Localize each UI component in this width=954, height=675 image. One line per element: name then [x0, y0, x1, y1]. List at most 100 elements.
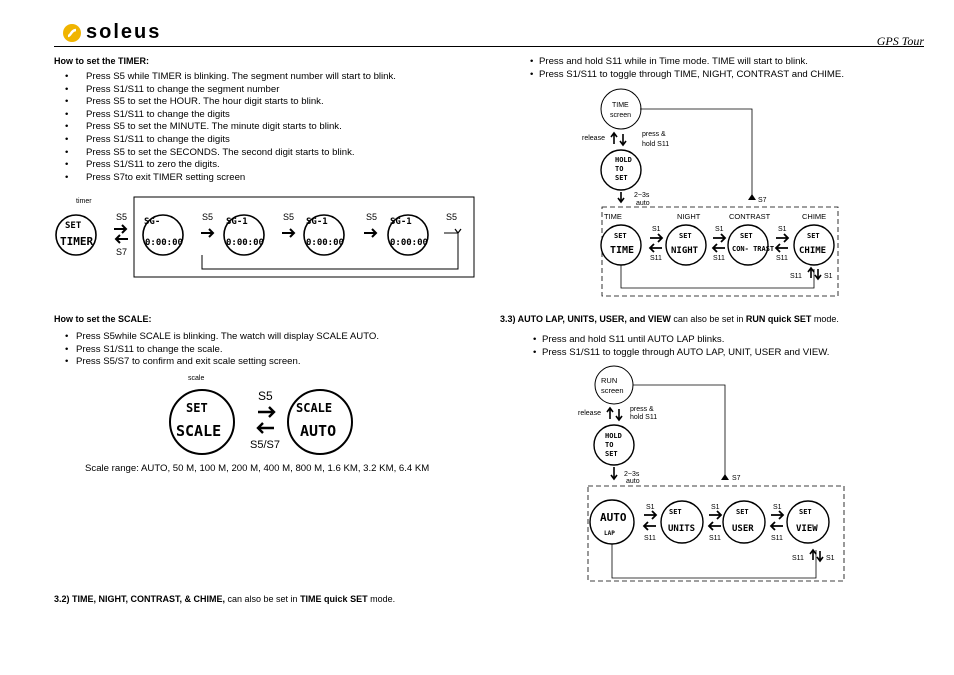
svg-text:S11: S11 [776, 255, 788, 262]
list-item: Press S5 to set the MINUTE. The minute d… [54, 121, 474, 134]
s5-label: S5 [446, 212, 457, 222]
watch-text: SET [615, 174, 628, 182]
start-screen [594, 365, 634, 405]
time-quick-list: Press and hold S11 while in Time mode. T… [527, 56, 927, 81]
watch-face: SET UNITS [660, 500, 704, 544]
auto-label: auto [636, 200, 650, 207]
svg-text:SET: SET [669, 508, 682, 516]
soleus-logo-icon [63, 23, 81, 42]
heading-bold: 3.3) AUTO LAP, UNITS, USER, and VIEW [500, 314, 671, 324]
run-quick-diagram: RUN screen S7 release press & hold S11 H… [578, 365, 845, 582]
svg-text:NIGHT: NIGHT [671, 246, 699, 256]
scale-section: How to set the SCALE: Press S5while SCAL… [54, 314, 474, 369]
list-item: Press S1/S11 to change the digits [54, 109, 474, 122]
arrow-down-icon [617, 192, 625, 204]
svg-text:UNITS: UNITS [668, 524, 695, 534]
s7-label: S7 [116, 247, 127, 257]
svg-text:S11: S11 [713, 255, 725, 262]
svg-text:S11: S11 [650, 255, 662, 262]
time-quick-heading: 3.2) TIME, NIGHT, CONTRAST, & CHIME, can… [54, 594, 395, 604]
arrow-left-icon [114, 234, 128, 244]
scale-caption: scale [188, 375, 204, 382]
auto-label: 2~3s [624, 471, 640, 478]
list-item: Press S1/S11 to zero the digits. [54, 159, 474, 172]
svg-text:S11: S11 [644, 535, 656, 542]
heading-mode: RUN quick SET [745, 314, 812, 324]
start-label: TIME [612, 102, 629, 109]
list-item: Press S1/S11 to change the segment numbe… [54, 84, 474, 97]
watch-face: SET TIME [600, 224, 642, 266]
watch-text: TO [615, 165, 623, 173]
s5-label: S5 [283, 212, 294, 222]
arrow-right-icon [201, 228, 215, 238]
svg-text:SET: SET [740, 232, 753, 240]
arrow-right-icon [282, 228, 296, 238]
watch-text: SET [186, 401, 208, 415]
svg-text:SET: SET [807, 232, 820, 240]
svg-text:S11: S11 [709, 535, 721, 542]
nav-arrows: S1 S11 S1 S11 S1 S11 [648, 226, 790, 262]
loop-line [201, 232, 459, 270]
svg-text:SET: SET [614, 232, 627, 240]
list-item: Press S5/S7 to confirm and exit scale se… [54, 356, 474, 369]
time-quick-diagram: TIME screen S7 release press & hold S11 … [582, 88, 839, 297]
heading-text: can also be set in [670, 314, 746, 324]
svg-text:SG-1: SG-1 [306, 217, 328, 227]
watch-text: TIMER [60, 235, 93, 248]
svg-text:S1: S1 [715, 226, 724, 233]
scale-steps: Press S5while SCALE is blinking. The wat… [54, 331, 474, 369]
watch-text: HOLD [605, 432, 622, 440]
arrow-up-icon [807, 266, 815, 278]
svg-text:S1: S1 [773, 504, 782, 511]
run-quick-heading: 3.3) AUTO LAP, UNITS, USER, and VIEW can… [500, 314, 839, 324]
svg-text:0:00:00: 0:00:00 [226, 238, 264, 248]
watch-face: SET USER [722, 500, 766, 544]
timer-cycle-box [133, 196, 475, 278]
svg-text:VIEW: VIEW [796, 524, 818, 534]
start-label: RUN [601, 376, 617, 385]
release-label: release [578, 410, 601, 417]
list-item: Press S1/S11 to change the scale. [54, 344, 474, 357]
watch-face: SET CON- TRAST [727, 224, 774, 266]
timer-section: How to set the TIMER: Press S5 while TIM… [54, 56, 474, 184]
watch-text: TO [605, 441, 613, 449]
svg-text:SET: SET [736, 508, 749, 516]
heading-text: can also be set in [225, 594, 301, 604]
start-label: screen [610, 112, 631, 119]
svg-text:0:00:00: 0:00:00 [306, 238, 344, 248]
svg-text:CHIME: CHIME [799, 246, 826, 256]
arrow-right-icon [114, 224, 128, 234]
loop-s1-label: S1 [824, 273, 833, 280]
s7-label: S7 [732, 475, 741, 482]
col-label: TIME [604, 212, 622, 221]
press-hold-label: press & [630, 406, 654, 413]
arrow-right-icon [364, 228, 378, 238]
time-quick-steps: Press and hold S11 while in Time mode. T… [527, 56, 927, 81]
arrow-down-icon [615, 409, 623, 422]
arrow-up-icon [809, 548, 817, 560]
svg-text:USER: USER [732, 524, 754, 534]
svg-text:0:00:00: 0:00:00 [145, 238, 183, 248]
svg-text:TIME: TIME [610, 245, 634, 256]
arrow-down-icon [610, 467, 618, 481]
header-rule [54, 46, 924, 47]
heading-text: mode. [367, 594, 396, 604]
watch-face [55, 214, 97, 256]
watch-face: SET CHIME [793, 224, 835, 266]
arrow-up-icon [610, 131, 618, 144]
svg-text:S11: S11 [771, 535, 783, 542]
watch-face: SG- 0:00:00 [142, 214, 184, 256]
timer-caption: timer [76, 198, 92, 205]
watch-text: SET [605, 450, 618, 458]
arrow-up-icon [748, 194, 756, 200]
watch-face [287, 389, 353, 455]
watch-face: SET VIEW [786, 500, 830, 544]
timer-diagram: timer SET TIMER S5 S7 SG- 0:00:00 S5 SG-… [55, 196, 475, 278]
watch-text: HOLD [615, 156, 632, 164]
svg-text:S1: S1 [652, 226, 661, 233]
s5-label: S5 [366, 212, 377, 222]
start-screen [600, 88, 642, 130]
brand-logo: soleus [62, 21, 161, 44]
auto-label: auto [626, 478, 640, 485]
timer-steps: Press S5 while TIMER is blinking. The se… [54, 71, 474, 184]
